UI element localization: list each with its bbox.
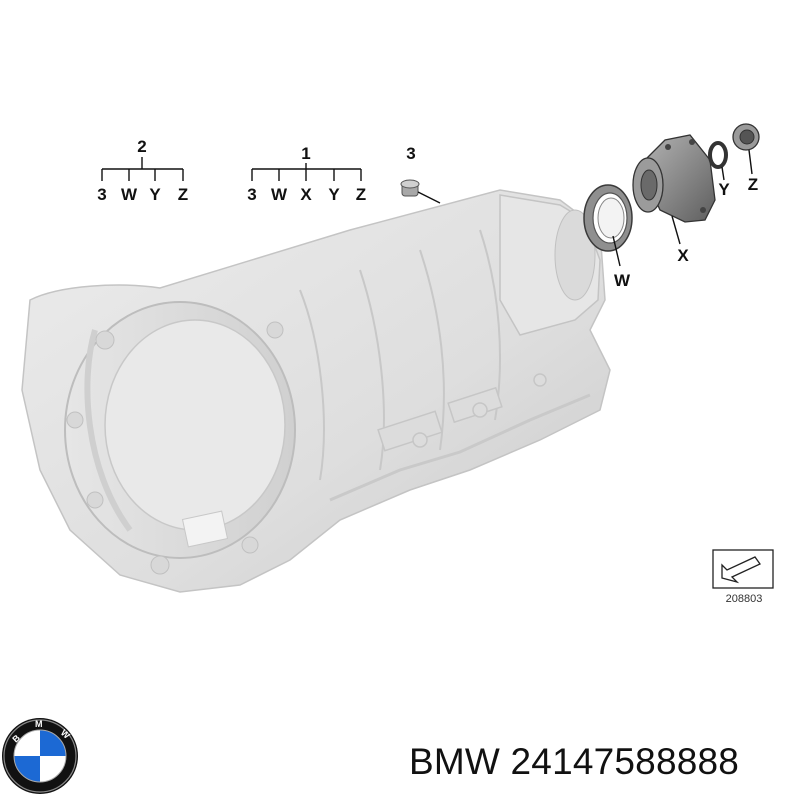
callout-1-item: Y xyxy=(328,185,340,204)
callout-1-item: Z xyxy=(356,185,366,204)
callout-1-item: W xyxy=(271,185,288,204)
output-flange-part-x xyxy=(632,134,716,245)
callout-2-number: 2 xyxy=(137,137,146,156)
label-part-y: Y xyxy=(718,180,730,199)
callout-1-item: 3 xyxy=(247,185,256,204)
svg-text:M: M xyxy=(35,719,43,729)
reference-number: 208803 xyxy=(726,593,763,605)
part-caption: BMW 24147588888 xyxy=(409,741,739,783)
caption-part-number: 24147588888 xyxy=(510,741,740,782)
plug-part-3 xyxy=(400,179,441,204)
label-part-3: 3 xyxy=(406,144,415,163)
callout-2-item: W xyxy=(121,185,138,204)
label-part-z: Z xyxy=(748,175,758,194)
collar-nut-part-z xyxy=(732,123,760,175)
callout-1-item: X xyxy=(300,185,312,204)
label-part-x: X xyxy=(677,246,689,265)
label-part-w: W xyxy=(614,271,631,290)
callout-2-item: 3 xyxy=(97,185,106,204)
shaft-seal-part-w xyxy=(583,184,633,267)
callout-group-2: 2 3 W Y Z xyxy=(97,137,188,204)
reference-box: 208803 xyxy=(712,549,774,605)
transmission-housing xyxy=(21,189,611,593)
callout-1-number: 1 xyxy=(301,144,310,163)
bmw-logo: B M W xyxy=(2,718,78,794)
caption-brand: BMW xyxy=(409,741,501,782)
o-ring-part-y xyxy=(708,141,728,181)
arrow-icon xyxy=(721,556,761,584)
callout-group-1: 1 3 W X Y Z xyxy=(247,144,366,204)
svg-text:B: B xyxy=(10,732,22,744)
callout-2-item: Z xyxy=(178,185,188,204)
callout-2-item: Y xyxy=(149,185,161,204)
